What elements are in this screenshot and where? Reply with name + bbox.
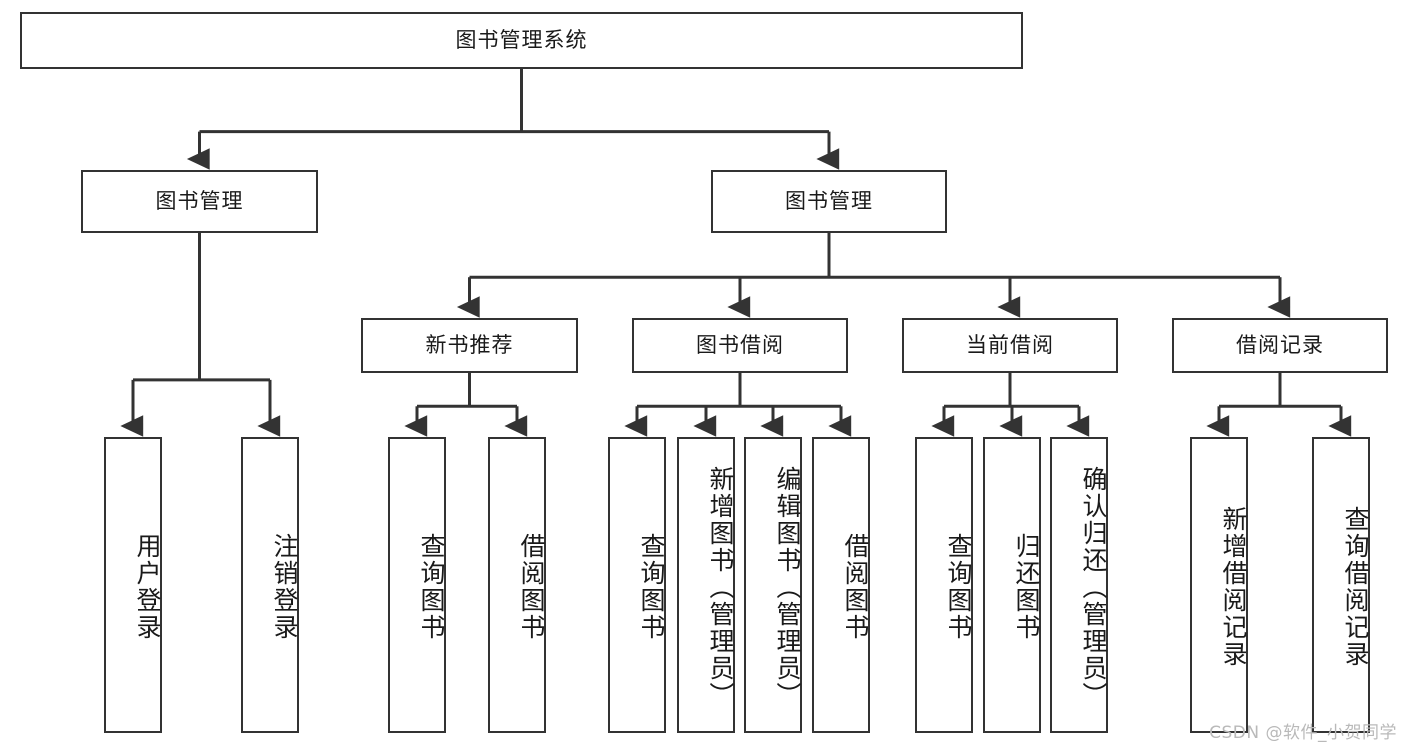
node-label: 图书借阅 <box>696 333 784 358</box>
node-user-login-module[interactable]: 图书管理 <box>81 170 318 233</box>
leaf-user-login[interactable]: 用户登录 <box>104 437 162 733</box>
node-label: 新增借阅记录 <box>1219 506 1248 668</box>
leaf-record-add-borrow-record[interactable]: 新增借阅记录 <box>1190 437 1248 733</box>
node-label: 查询借阅记录 <box>1341 506 1370 668</box>
node-label: 归还图书 <box>1012 533 1041 641</box>
leaf-newbook-query-book[interactable]: 查询图书 <box>388 437 446 733</box>
node-label: 确认归还（管理员） <box>1079 465 1108 709</box>
node-label: 当前借阅 <box>966 333 1054 358</box>
node-label: 借阅图书 <box>841 533 870 641</box>
leaf-borrow-query-book[interactable]: 查询图书 <box>608 437 666 733</box>
node-label: 借阅记录 <box>1236 333 1324 358</box>
node-label: 图书管理 <box>785 189 873 214</box>
leaf-current-confirm-return-admin[interactable]: 确认归还（管理员） <box>1050 437 1108 733</box>
node-label: 查询图书 <box>417 533 446 641</box>
node-new-book-recommend[interactable]: 新书推荐 <box>361 318 578 373</box>
node-borrow-record[interactable]: 借阅记录 <box>1172 318 1388 373</box>
node-label: 查询图书 <box>944 533 973 641</box>
node-label: 新增图书（管理员） <box>706 465 735 709</box>
node-label: 注销登录 <box>270 533 299 641</box>
node-label: 编辑图书（管理员） <box>773 465 802 709</box>
leaf-current-return-book[interactable]: 归还图书 <box>983 437 1041 733</box>
node-label: 新书推荐 <box>425 333 514 358</box>
node-label: 图书管理 <box>155 189 244 214</box>
node-label: 用户登录 <box>133 533 162 641</box>
leaf-current-query-book[interactable]: 查询图书 <box>915 437 973 733</box>
node-root-system[interactable]: 图书管理系统 <box>20 12 1023 69</box>
leaf-borrow-edit-book-admin[interactable]: 编辑图书（管理员） <box>744 437 802 733</box>
leaf-borrow-borrow-book[interactable]: 借阅图书 <box>812 437 870 733</box>
node-current-borrow[interactable]: 当前借阅 <box>902 318 1118 373</box>
node-label: 查询图书 <box>637 533 666 641</box>
node-book-borrow[interactable]: 图书借阅 <box>632 318 848 373</box>
leaf-record-query-borrow-record[interactable]: 查询借阅记录 <box>1312 437 1370 733</box>
node-label: 图书管理系统 <box>455 28 588 53</box>
node-book-management-module[interactable]: 图书管理 <box>711 170 947 233</box>
leaf-newbook-borrow-book[interactable]: 借阅图书 <box>488 437 546 733</box>
node-label: 借阅图书 <box>517 533 546 641</box>
leaf-user-logout[interactable]: 注销登录 <box>241 437 299 733</box>
leaf-borrow-add-book-admin[interactable]: 新增图书（管理员） <box>677 437 735 733</box>
